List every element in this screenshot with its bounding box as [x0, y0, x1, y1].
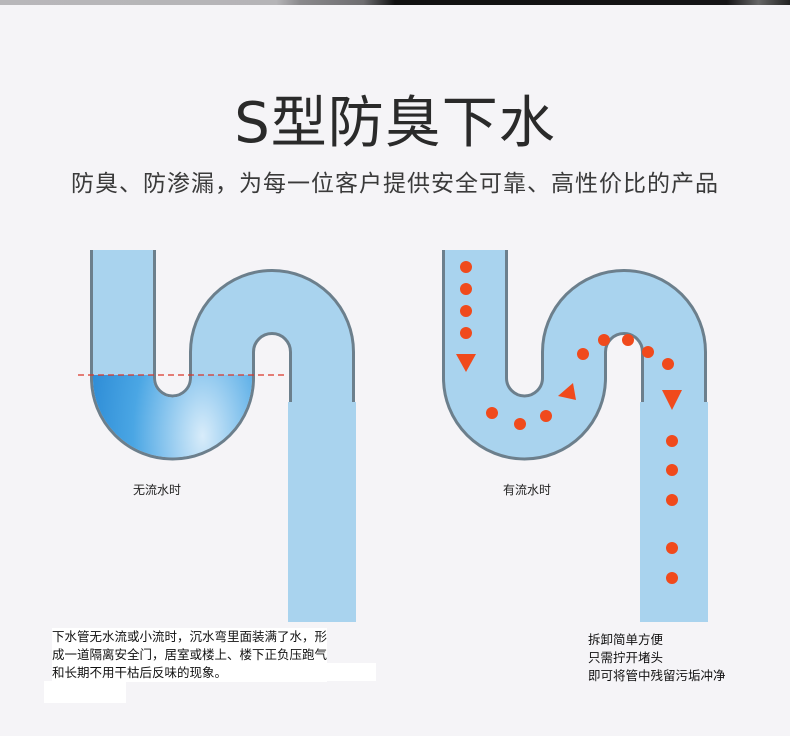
right-diagram-caption: 有流水时 — [503, 483, 552, 497]
right-description-line: 只需拧开堵头 — [588, 650, 664, 665]
page-subtitle: 防臭、防渗漏，为每一位客户提供安全可靠、高性价比的产品 — [71, 171, 719, 197]
water-flow-arrows — [456, 261, 682, 584]
right-description-line: 拆卸简单方便 — [588, 632, 664, 647]
white-patch — [44, 681, 126, 703]
left-description-line: 下水管无水流或小流时，沉水弯里面装满了水，形 — [52, 629, 328, 644]
page-title: S型防臭下水 — [234, 91, 556, 156]
right-s-trap-pipe — [442, 250, 708, 622]
left-description: 下水管无水流或小流时，沉水弯里面装满了水，形 成一道隔离安全门，居室或楼上、楼下… — [52, 628, 328, 682]
left-s-trap-pipe — [78, 250, 356, 622]
left-description-line: 和长期不用干枯后反味的现象。 — [52, 665, 228, 680]
right-description: 拆卸简单方便 只需拧开堵头 即可将管中残留污垢冲净 — [588, 631, 726, 685]
top-banner-strip — [0, 0, 790, 5]
left-diagram-caption: 无流水时 — [133, 483, 182, 497]
trapped-water — [93, 375, 252, 458]
right-description-line: 即可将管中残留污垢冲净 — [588, 668, 726, 683]
left-description-line: 成一道隔离安全门，居室或楼上、楼下正负压跑气 — [52, 647, 328, 662]
